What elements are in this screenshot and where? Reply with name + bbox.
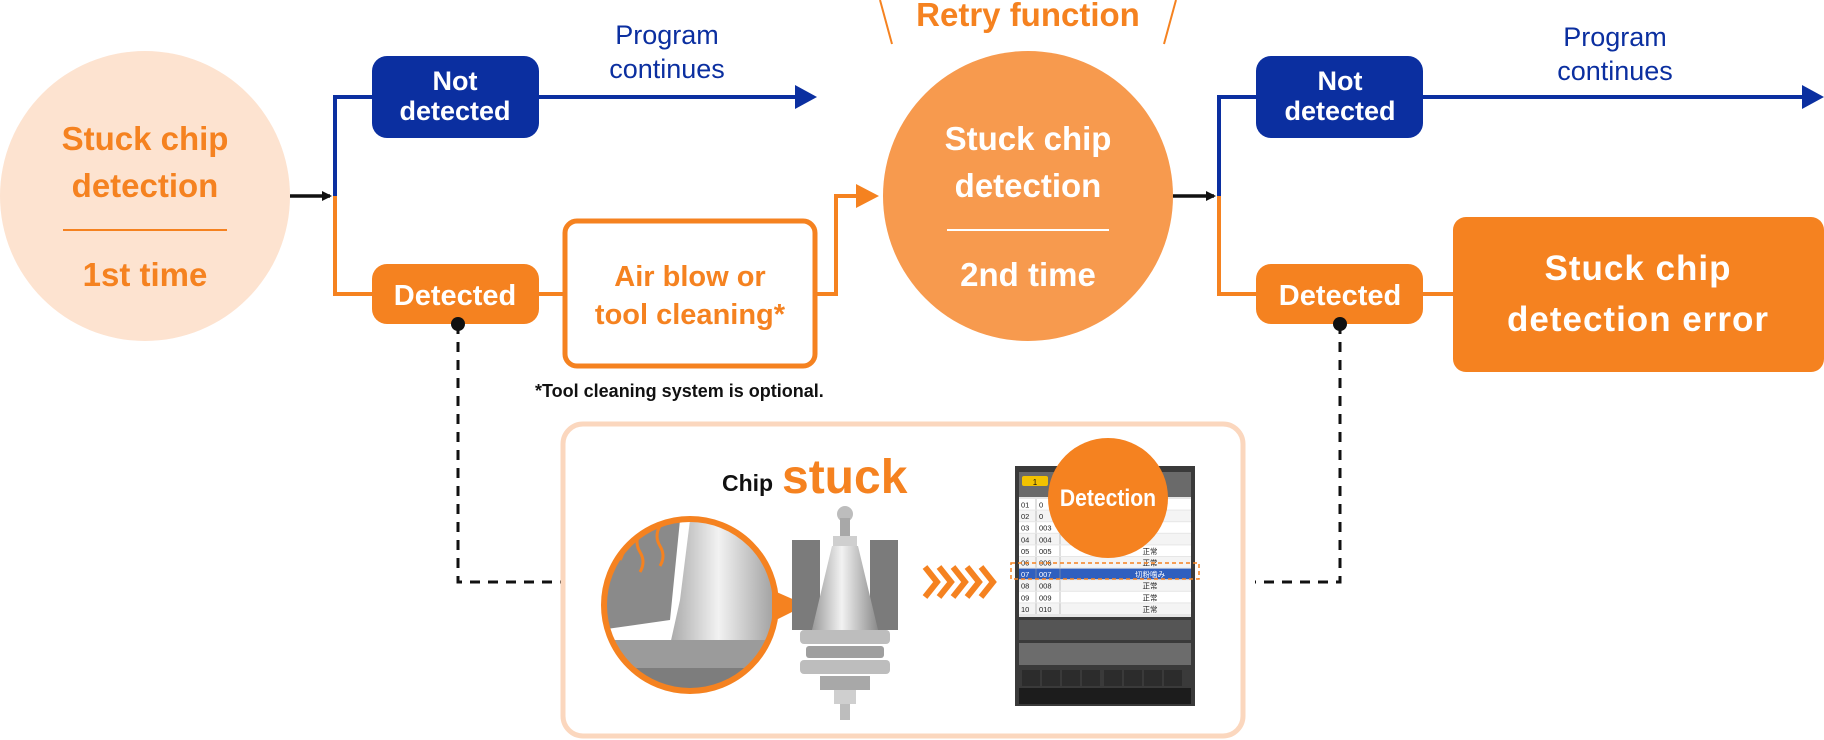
stage2-title-line2: detection — [955, 167, 1102, 204]
screen-table-cell-code: 004 — [1039, 535, 1052, 544]
stage2-node: Stuck chip detection 2nd time — [883, 51, 1173, 341]
branch1-program-continues-line2: continues — [609, 54, 725, 84]
screen-table-cell-code: 0 — [1039, 501, 1043, 510]
screen-table-row — [1019, 603, 1191, 614]
branch2-not-detected-line2: detected — [1284, 96, 1395, 126]
branch2-detected-path — [1217, 196, 1260, 296]
illustration-panel: Chip stuck — [560, 421, 1246, 739]
branch1-retry-arrowhead — [856, 184, 879, 208]
branch2-not-detected-node: Not detected — [1256, 56, 1423, 138]
branch2-detected-label: Detected — [1279, 280, 1402, 312]
branch2-error-line2: detection error — [1507, 300, 1769, 339]
stage2-title-line1: Stuck chip — [945, 120, 1112, 157]
retry-function-label: Retry function — [879, 0, 1177, 45]
branch1-not-detected-line2: detected — [399, 96, 510, 126]
chevron-arrows-icon — [922, 565, 997, 599]
screen-table-cell-status: 正常 — [1143, 582, 1158, 591]
screen-table-cell-code: 006 — [1039, 559, 1052, 568]
screen-table-cell-no: 05 — [1021, 547, 1029, 556]
screen-table-cell-status: 正常 — [1143, 559, 1158, 568]
magnified-view — [601, 516, 806, 694]
screen-table-cell-code: 010 — [1039, 605, 1052, 614]
screen-table-cell-no: 10 — [1021, 605, 1029, 614]
branch1-action-node: Air blow or tool cleaning* — [562, 218, 818, 369]
branch2-error-line1: Stuck chip — [1545, 249, 1732, 288]
screen-table-cell-code: 005 — [1039, 547, 1052, 556]
screen-table-cell-code: 007 — [1039, 570, 1052, 579]
branch2-detected-node: Detected — [1256, 264, 1423, 324]
detection-badge: Detection — [1048, 438, 1168, 558]
stage1-node: Stuck chip detection 1st time — [0, 51, 290, 341]
tool-holder-illustration — [792, 506, 898, 720]
branch1-retry-path — [815, 194, 860, 296]
screen-table-cell-code: 009 — [1039, 593, 1052, 602]
branch2-program-continues-line1: Program — [1563, 22, 1667, 52]
screen-table-cell-code: 0 — [1039, 512, 1043, 521]
screen-softkeys — [1022, 670, 1182, 686]
branch1-not-detected-line1: Not — [433, 66, 478, 96]
chip-label: Chip — [722, 470, 773, 496]
branch1-footnote: *Tool cleaning system is optional. — [535, 381, 824, 401]
screen-table-cell-status: 正常 — [1143, 605, 1158, 614]
stage1-title-line1: Stuck chip — [62, 120, 229, 157]
branch2-not-detected-path — [1217, 95, 1808, 196]
branch2-continue-arrowhead — [1802, 85, 1824, 109]
screen-table-cell-no: 02 — [1021, 512, 1029, 521]
branch1-not-detected-node: Not detected — [372, 56, 539, 138]
branch1-leader-line — [456, 324, 563, 584]
branch1-action-line1: Air blow or — [614, 261, 765, 293]
stage2-subtitle: 2nd time — [960, 256, 1096, 293]
screen-table-cell-no: 01 — [1021, 501, 1029, 510]
branch1-detected-node: Detected — [372, 264, 539, 324]
branch1-detected-path — [333, 196, 380, 296]
screen-table-row — [1019, 568, 1191, 580]
screen-table-cell-status: 正常 — [1143, 593, 1158, 602]
branch1-action-line2: tool cleaning* — [595, 299, 786, 331]
stage1-subtitle: 1st time — [83, 256, 208, 293]
screen-table-cell-no: 04 — [1021, 535, 1029, 544]
screen-table-row — [1019, 591, 1191, 603]
screen-table-cell-no: 03 — [1021, 524, 1029, 533]
stuck-label: stuck — [782, 451, 908, 504]
screen-table-cell-no: 08 — [1021, 582, 1029, 591]
branch2-not-detected-line1: Not — [1318, 66, 1363, 96]
branch2-error-node: Stuck chip detection error — [1453, 217, 1824, 372]
branch1-continue-arrowhead — [795, 85, 817, 109]
detection-badge-label: Detection — [1060, 485, 1156, 512]
screen-table-row — [1019, 580, 1191, 591]
screen-table-cell-status: 切粉噛み — [1135, 569, 1165, 579]
branch2-program-continues-line2: continues — [1557, 56, 1673, 86]
screen-table-cell-no: 07 — [1021, 570, 1029, 579]
stage1-title-line2: detection — [72, 167, 219, 204]
screen-tab — [1022, 476, 1048, 486]
screen-tab-label: 1 — [1033, 478, 1038, 487]
screen-table-cell-code: 003 — [1039, 524, 1052, 533]
branch2-leader-line — [1255, 324, 1342, 584]
branch1-detected-label: Detected — [394, 280, 517, 312]
screen-table-cell-no: 09 — [1021, 593, 1029, 602]
branch1-not-detected-path — [333, 95, 800, 196]
retry-function-text: Retry function — [916, 0, 1140, 33]
screen-table-cell-status: 正常 — [1143, 547, 1158, 556]
screen-table-cell-code: 008 — [1039, 582, 1052, 591]
branch1-program-continues-line1: Program — [615, 20, 719, 50]
